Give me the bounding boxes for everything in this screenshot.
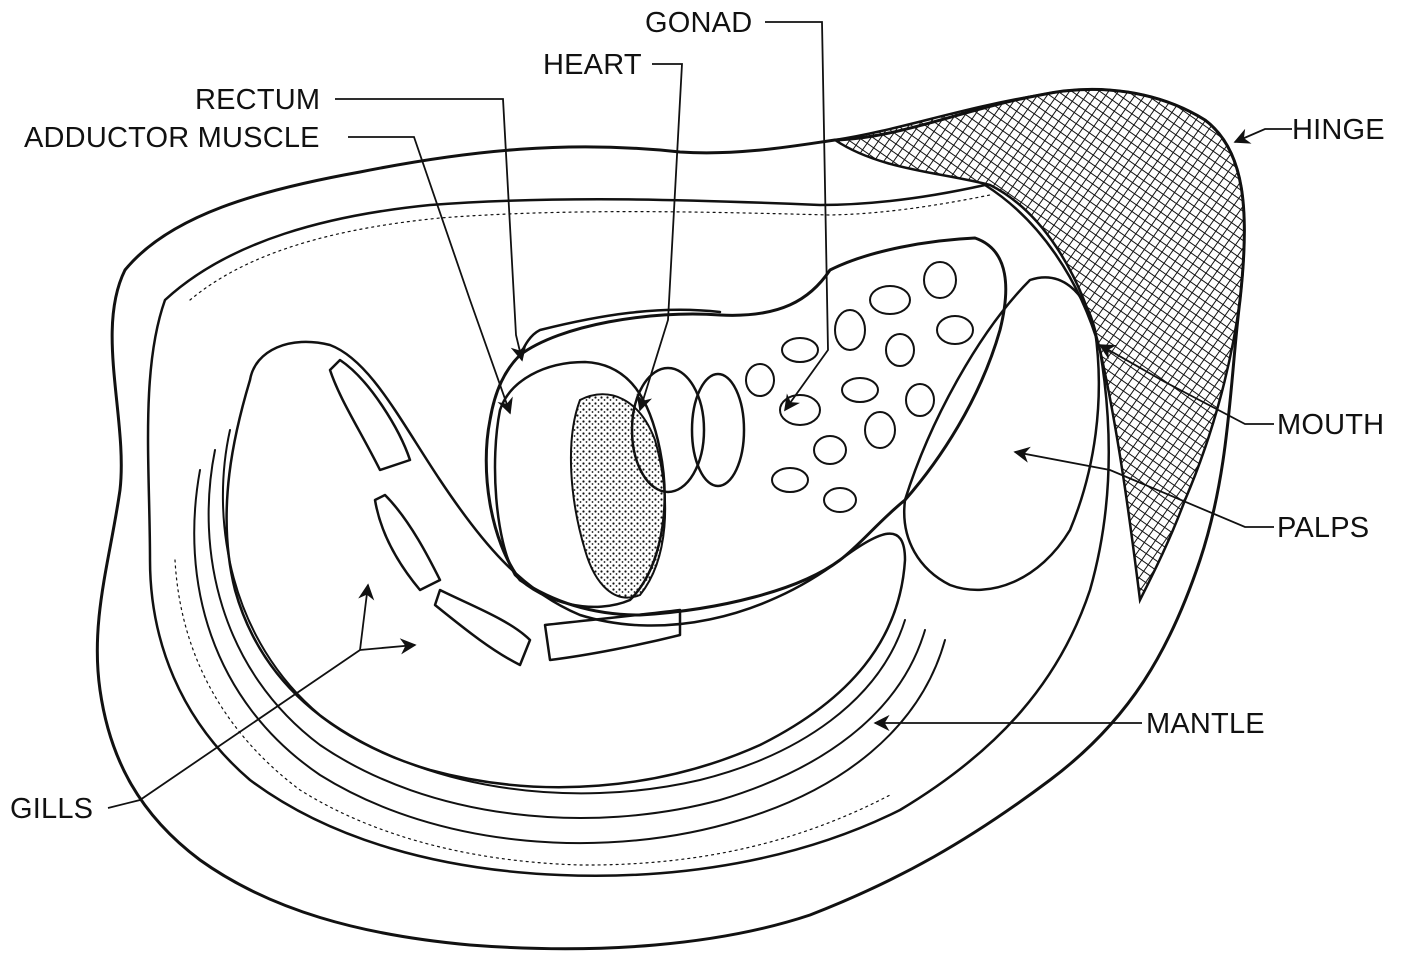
label-mouth: MOUTH [1277,409,1384,441]
label-rectum: RECTUM [195,84,320,116]
mantle-fringe [190,195,990,300]
label-gonad: GONAD [645,7,752,39]
gill-band-2 [209,450,925,818]
rectum [520,310,720,355]
label-adductor-muscle: ADDUCTOR MUSCLE [24,122,320,154]
hinge-region [835,89,1244,600]
label-hinge: HINGE [1292,114,1385,146]
label-gills: GILLS [10,793,93,825]
heart-chamber-2 [692,374,744,486]
visceral-mass [486,238,1006,615]
label-heart: HEART [543,49,642,81]
gonad-texture [746,262,973,512]
label-palps: PALPS [1277,512,1369,544]
label-mantle: MANTLE [1146,708,1265,740]
gill-band-1 [223,430,905,793]
adductor-catch [571,394,665,597]
